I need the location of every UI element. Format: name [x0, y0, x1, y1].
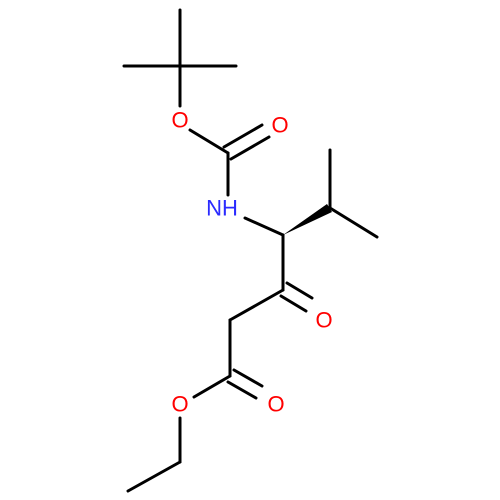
carbamate-c-to-o-double-bond-1 [222, 123, 264, 149]
ester-c-to-o-double-bond-1 [232, 368, 264, 388]
ketone-c-to-o-double-bond-1 [285, 281, 314, 300]
ketone-oxygen-label: O [315, 308, 332, 333]
ester-carbonyl-oxygen-label: O [267, 392, 284, 417]
ethyl-ester-oxygen-label: O [171, 392, 188, 417]
carbamate-c-to-o-double-bond-2 [229, 135, 271, 161]
carbamate-ester-oxygen-label: O [171, 108, 188, 133]
ketone-to-ch2-bond [228, 288, 285, 322]
stereo-wedge-bond [283, 204, 332, 235]
ester-c-to-o-double-bond-2 [226, 380, 258, 400]
ester-c-to-o-single-bond [192, 374, 232, 399]
ketone-c-to-o-double-bond-2 [279, 294, 308, 313]
isopropyl-bond-right [328, 206, 379, 239]
amide-nitrogen-label: NH [206, 196, 238, 221]
n-to-alpha-carbon-bond [243, 216, 285, 237]
carbamate-o-to-c-bond [188, 128, 230, 155]
ethyl-ch2-to-ch3-bond [126, 460, 182, 493]
carbamate-carbonyl-oxygen-label: O [271, 113, 288, 138]
